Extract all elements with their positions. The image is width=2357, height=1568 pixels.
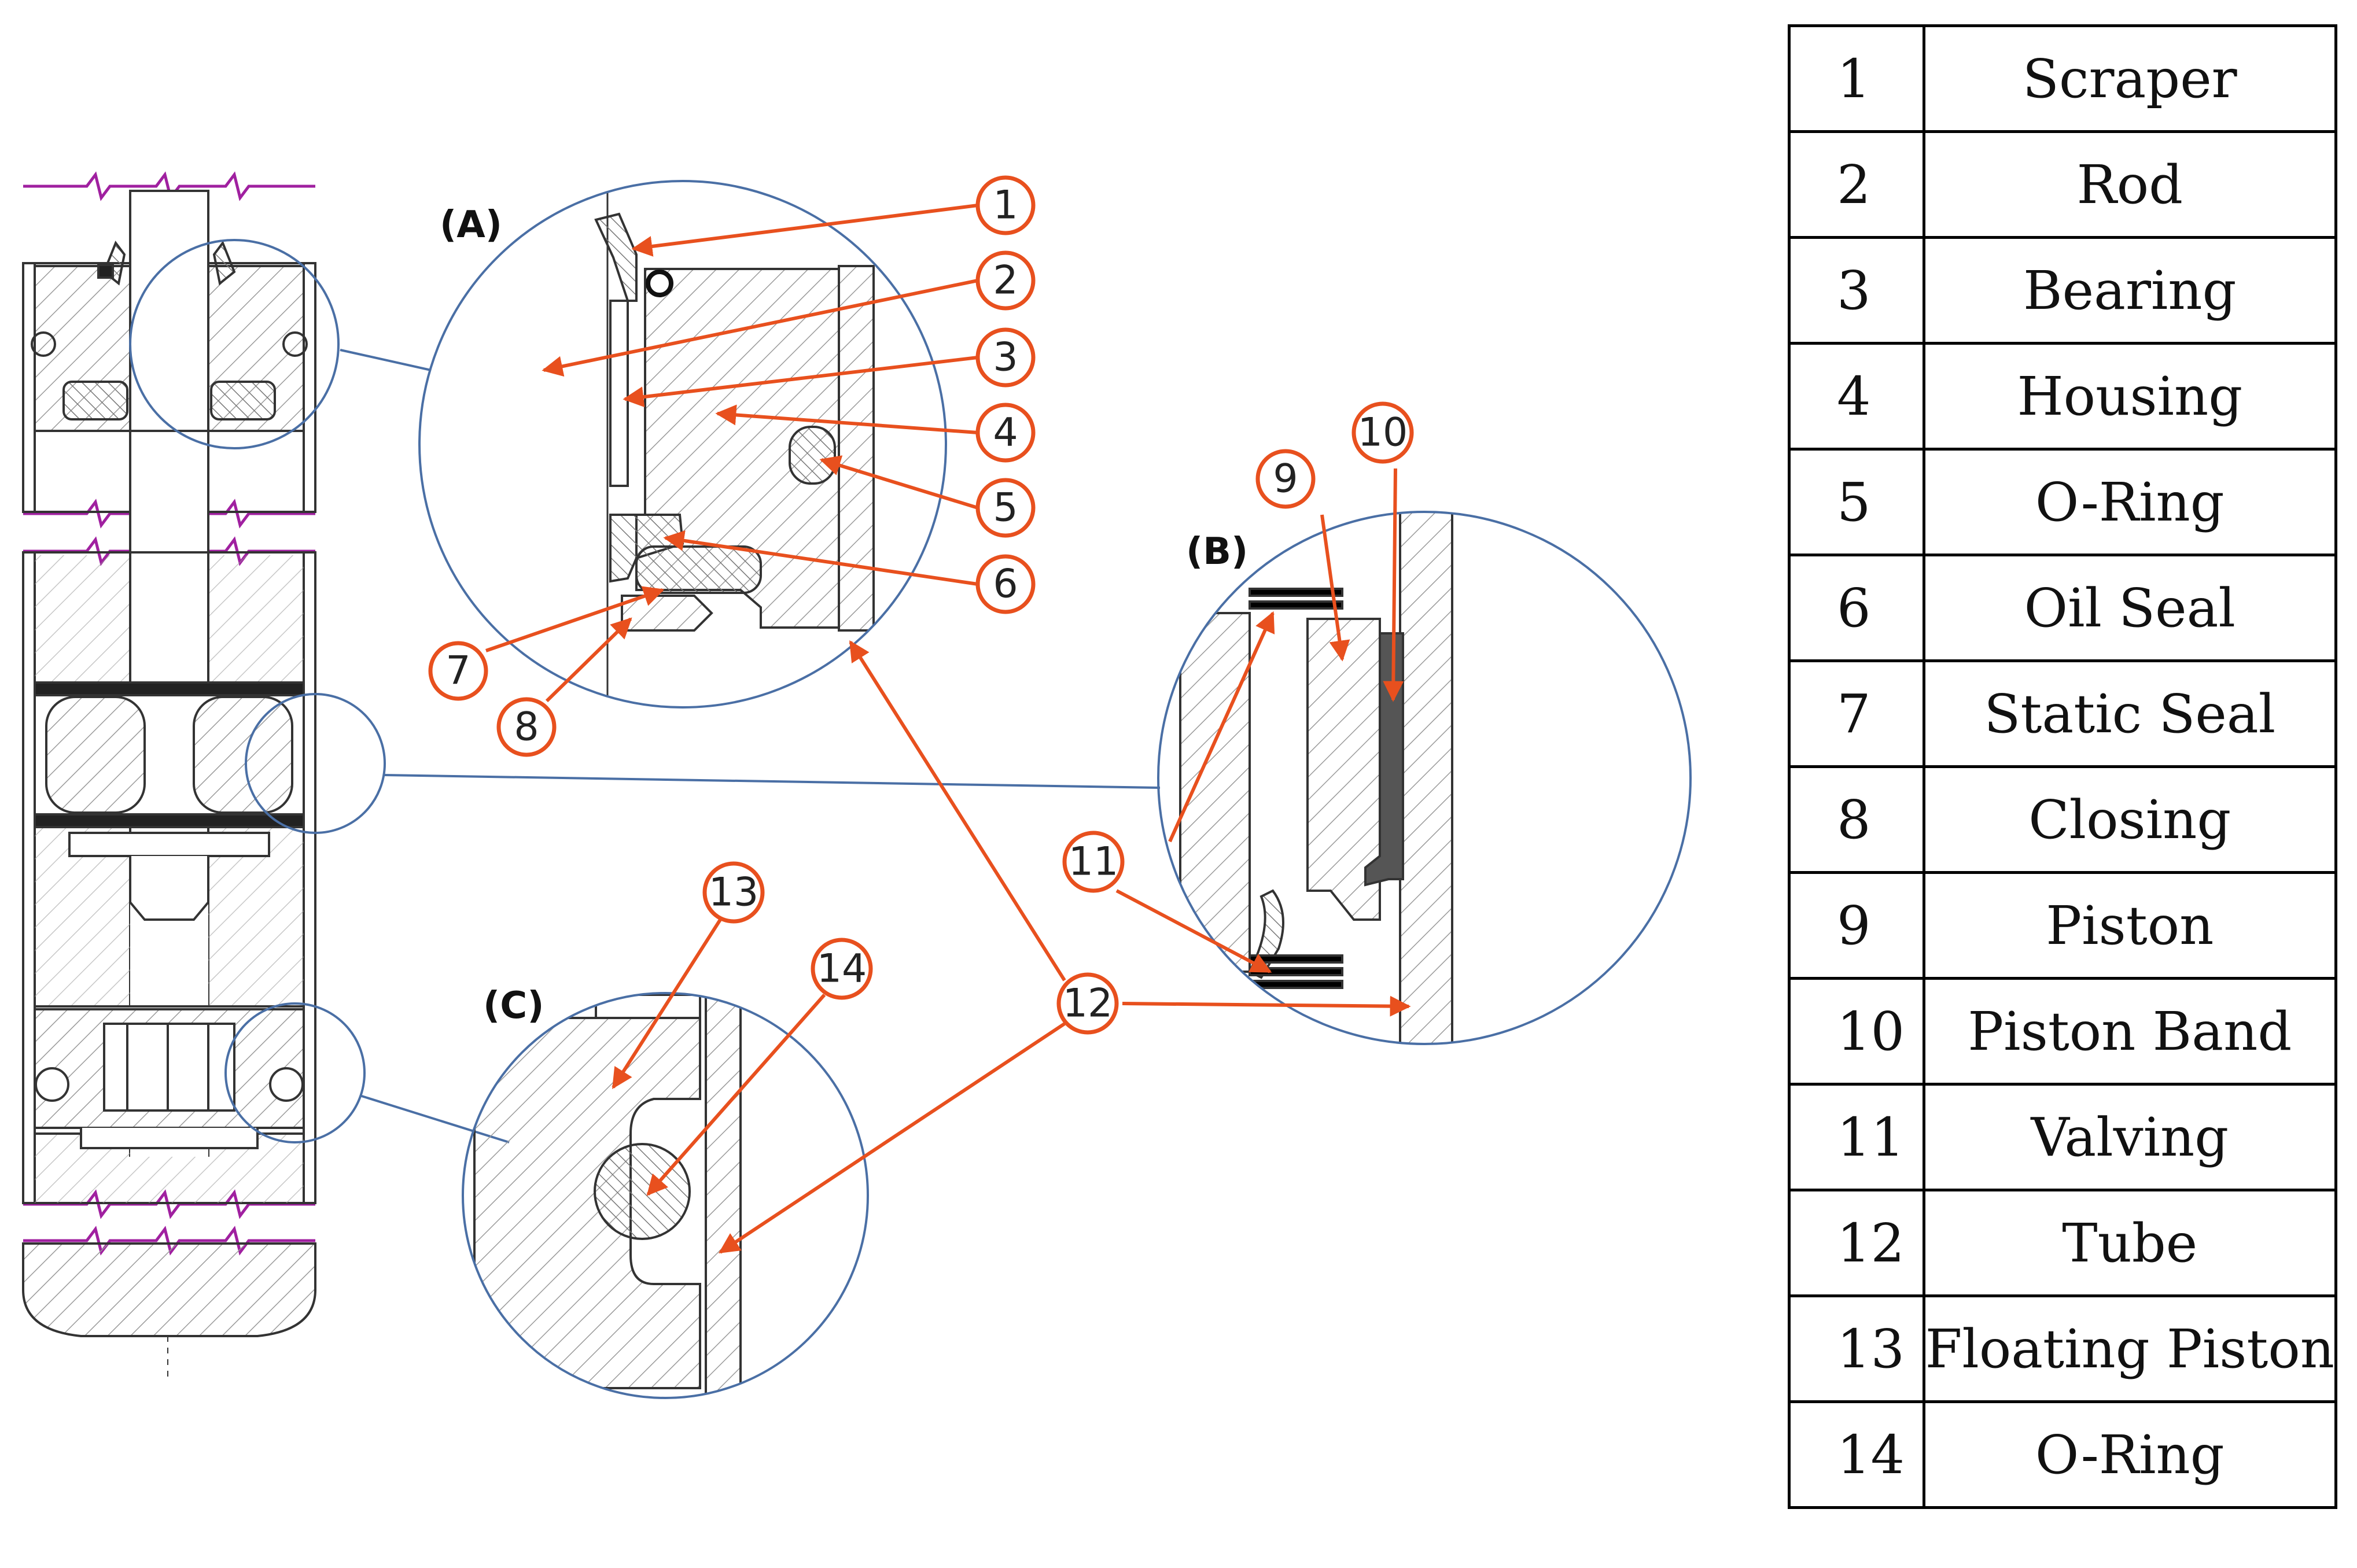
legend-part-name: Housing	[1922, 342, 2338, 451]
callout-14: 14	[817, 946, 867, 992]
legend-part-name: O-Ring	[1922, 448, 2338, 556]
legend-part-name: Piston	[1922, 871, 2338, 980]
legend-part-name: Tube	[1922, 1189, 2338, 1297]
callout-10: 10	[1358, 410, 1408, 456]
legend-part-name: Floating Piston	[1922, 1294, 2338, 1403]
view-label-c: (C)	[483, 984, 544, 1027]
callout-5: 5	[993, 485, 1018, 531]
legend-number: 10	[1788, 977, 1925, 1086]
callout-markers: 1 2 3 4 5 6 7 8 9 10 11 12 13 14	[428, 175, 1414, 1035]
legend-number: 1	[1788, 24, 1925, 133]
callout-11: 11	[1069, 839, 1119, 885]
detail-c	[462, 992, 869, 1399]
callout-6: 6	[993, 562, 1018, 607]
legend-number: 12	[1788, 1189, 1925, 1297]
legend-part-name: Bearing	[1922, 236, 2338, 345]
callout-7: 7	[445, 648, 470, 694]
legend-part-name: Scraper	[1922, 24, 2338, 133]
legend-number: 11	[1788, 1083, 1925, 1191]
callout-8: 8	[514, 704, 539, 750]
callout-leaders	[485, 204, 1411, 1254]
legend-part-name: Valving	[1922, 1083, 2338, 1191]
callout-12: 12	[1063, 981, 1113, 1027]
legend-number: 2	[1788, 130, 1925, 239]
legend-number: 8	[1788, 765, 1925, 874]
legend-part-name: Closing	[1922, 765, 2338, 874]
legend-number: 6	[1788, 554, 1925, 662]
legend-number: 3	[1788, 236, 1925, 345]
callout-1: 1	[993, 183, 1018, 228]
view-label-a: (A)	[440, 204, 502, 246]
callout-13: 13	[709, 870, 759, 916]
detail-a	[418, 180, 947, 709]
view-label-b: (B)	[1186, 530, 1248, 573]
legend-part-name: O-Ring	[1922, 1400, 2338, 1509]
callout-2: 2	[993, 258, 1018, 304]
callout-4: 4	[993, 410, 1018, 456]
magnifier-indicators	[129, 239, 1161, 1143]
legend-number: 13	[1788, 1294, 1925, 1403]
overall-section	[22, 171, 316, 1382]
legend-part-name: Oil Seal	[1922, 554, 2338, 662]
detail-b	[1157, 511, 1692, 1045]
legend-part-name: Piston Band	[1922, 977, 2338, 1086]
legend-number: 14	[1788, 1400, 1925, 1509]
legend-part-name: Rod	[1922, 130, 2338, 239]
callout-9: 9	[1273, 456, 1298, 502]
callout-3: 3	[993, 335, 1018, 381]
legend-number: 4	[1788, 342, 1925, 451]
legend-part-name: Static Seal	[1922, 659, 2338, 768]
legend-number: 7	[1788, 659, 1925, 768]
legend-number: 5	[1788, 448, 1925, 556]
legend-number: 9	[1788, 871, 1925, 980]
